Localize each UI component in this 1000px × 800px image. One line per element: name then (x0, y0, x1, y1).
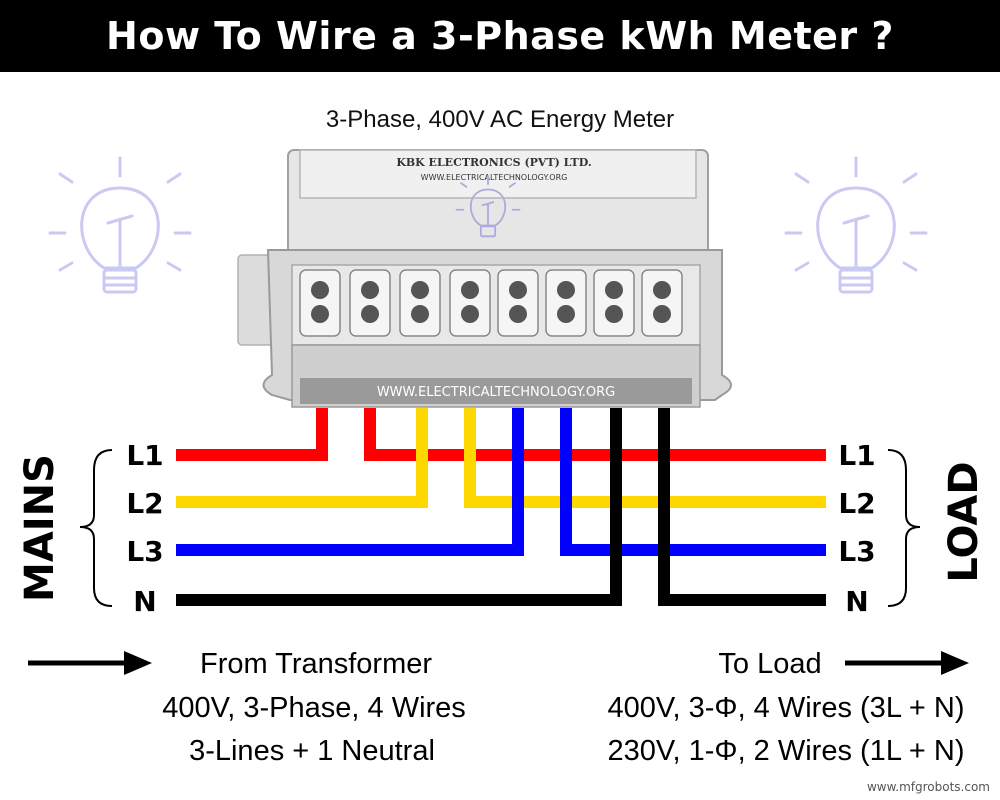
wire-l3-out (560, 408, 826, 556)
wire-l1-in (176, 408, 328, 461)
label-l3-right: L3 (838, 535, 875, 568)
wire-n-out (658, 408, 826, 606)
load-label: LOAD (941, 461, 987, 582)
load-spec-line2: 230V, 1-Φ, 2 Wires (1L + N) (607, 735, 964, 767)
terminal-1 (299, 269, 341, 337)
meter-url-band (300, 378, 692, 404)
label-l1-left: L1 (126, 439, 163, 472)
terminal-6 (545, 269, 587, 337)
mains-label: MAINS (17, 454, 63, 602)
mains-spec-line2: 3-Lines + 1 Neutral (189, 735, 435, 767)
terminal-8 (641, 269, 683, 337)
label-l3-left: L3 (126, 535, 163, 568)
energy-meter: KBK ELECTRONICS (PVT) LTD. WWW.ELECTRICA… (237, 149, 732, 408)
page-title: How To Wire a 3-Phase kWh Meter ? (0, 0, 1000, 72)
bulb-icon-left (48, 156, 192, 294)
meter-front-url: WWW.ELECTRICALTECHNOLOGY.ORG (377, 385, 615, 400)
wire-l2-in (176, 408, 428, 508)
to-load-label: To Load (718, 648, 821, 680)
terminal-3 (399, 269, 441, 337)
brace-right (887, 449, 921, 607)
label-n-right: N (845, 585, 868, 618)
wire-l1-out (364, 408, 826, 461)
meter-label: 3-Phase, 400V AC Energy Meter (325, 106, 675, 133)
bulb-icon-right (784, 156, 928, 294)
terminal-2 (349, 269, 391, 337)
wire-l2-out (464, 408, 826, 508)
watermark: www.mfgrobots.com (866, 780, 990, 794)
meter-brand-url: WWW.ELECTRICALTECHNOLOGY.ORG (421, 173, 568, 182)
meter-brand: KBK ELECTRONICS (PVT) LTD. (396, 156, 591, 169)
brace-left (79, 449, 113, 607)
arrow-right-icon-left (28, 651, 152, 675)
meter-top-window (299, 149, 697, 199)
wire-l3-in (176, 408, 524, 556)
wire-n-in (176, 408, 622, 606)
mains-spec-line1: 400V, 3-Phase, 4 Wires (162, 692, 466, 724)
label-l2-right: L2 (838, 487, 875, 520)
bulb-icon-meter (455, 175, 521, 238)
from-transformer-label: From Transformer (200, 648, 432, 680)
arrow-right-icon-right (845, 651, 969, 675)
label-n-left: N (133, 585, 156, 618)
label-l2-left: L2 (126, 487, 163, 520)
terminal-5 (497, 269, 539, 337)
label-l1-right: L1 (838, 439, 875, 472)
terminal-7 (593, 269, 635, 337)
meter-terminals (299, 269, 683, 337)
load-spec-line1: 400V, 3-Φ, 4 Wires (3L + N) (607, 692, 964, 724)
terminal-4 (449, 269, 491, 337)
